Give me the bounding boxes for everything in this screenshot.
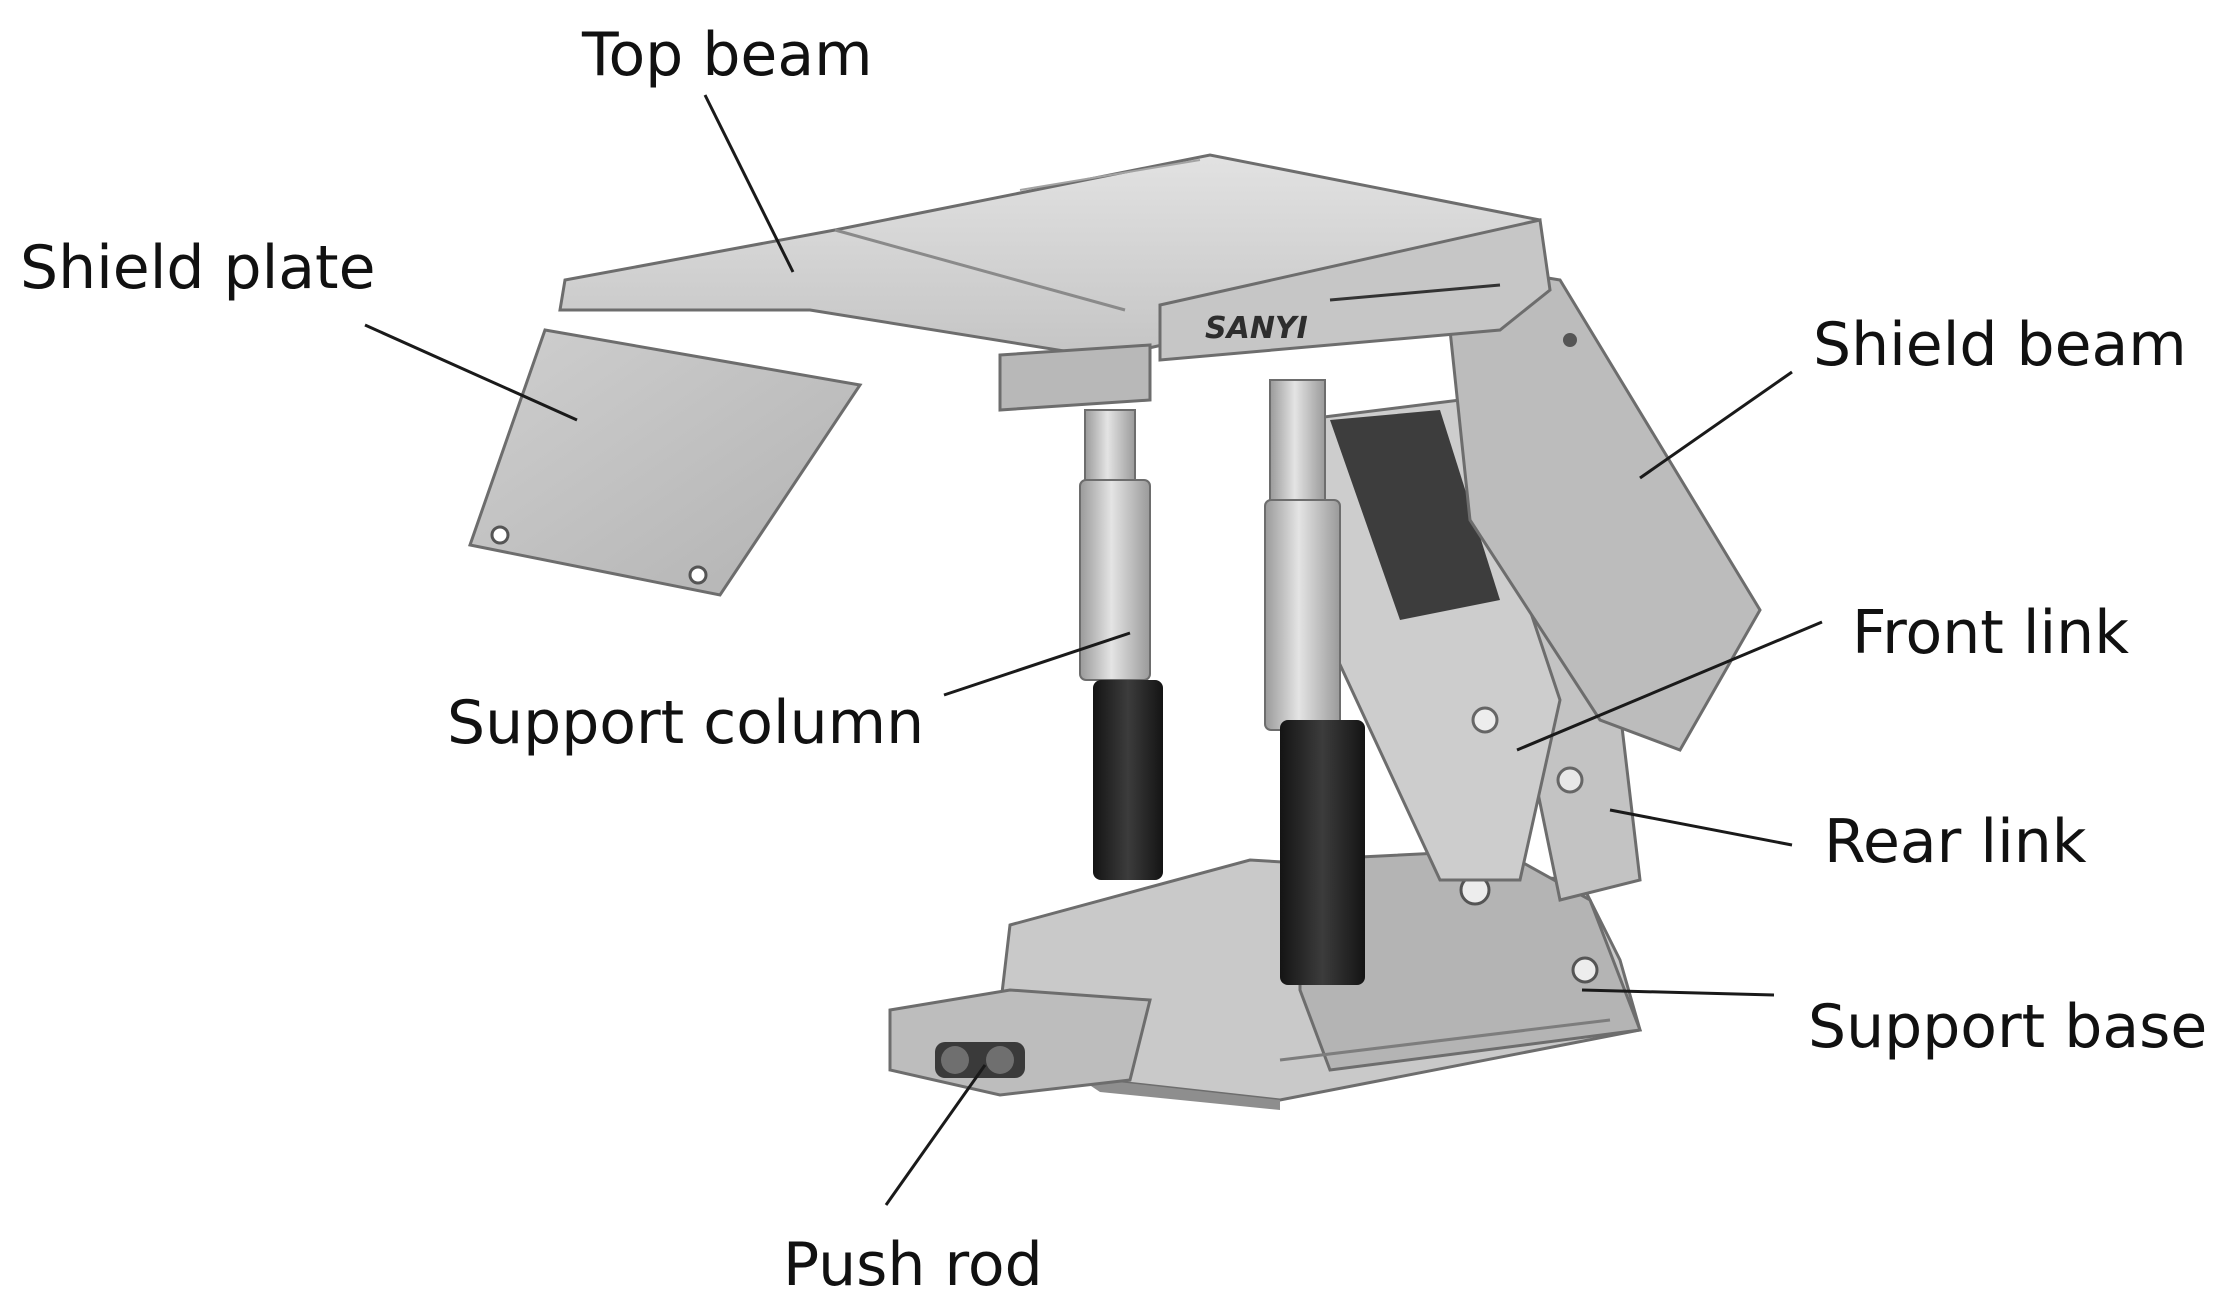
- label-support-base: Support base: [1808, 992, 2208, 1062]
- push-rod-part: [888, 988, 1152, 1097]
- brand-mark: SANYI: [1205, 311, 1308, 346]
- label-push-rod: Push rod: [783, 1230, 1043, 1300]
- leader-shield-beam: [1639, 370, 1793, 480]
- label-top-beam: Top beam: [582, 20, 873, 90]
- support-column-part: [1079, 379, 1365, 985]
- leader-lines: [364, 94, 1823, 1206]
- shield-beam-part: [1448, 268, 1762, 752]
- leader-support-column: [943, 631, 1131, 697]
- leader-support-base: [1581, 988, 1775, 997]
- label-shield-plate: Shield plate: [20, 233, 376, 303]
- label-front-link: Front link: [1852, 598, 2129, 668]
- leader-rear-link: [1609, 808, 1793, 847]
- label-support-column: Support column: [447, 688, 925, 758]
- leader-top-beam: [703, 94, 795, 273]
- label-rear-link: Rear link: [1824, 807, 2087, 877]
- top-beam-part: SANYI: [558, 153, 1552, 412]
- leader-front-link: [1516, 620, 1823, 752]
- shield-plate-part: [468, 328, 863, 597]
- leader-push-rod: [884, 1064, 987, 1206]
- label-shield-beam: Shield beam: [1813, 310, 2187, 380]
- leader-shield-plate: [364, 323, 578, 422]
